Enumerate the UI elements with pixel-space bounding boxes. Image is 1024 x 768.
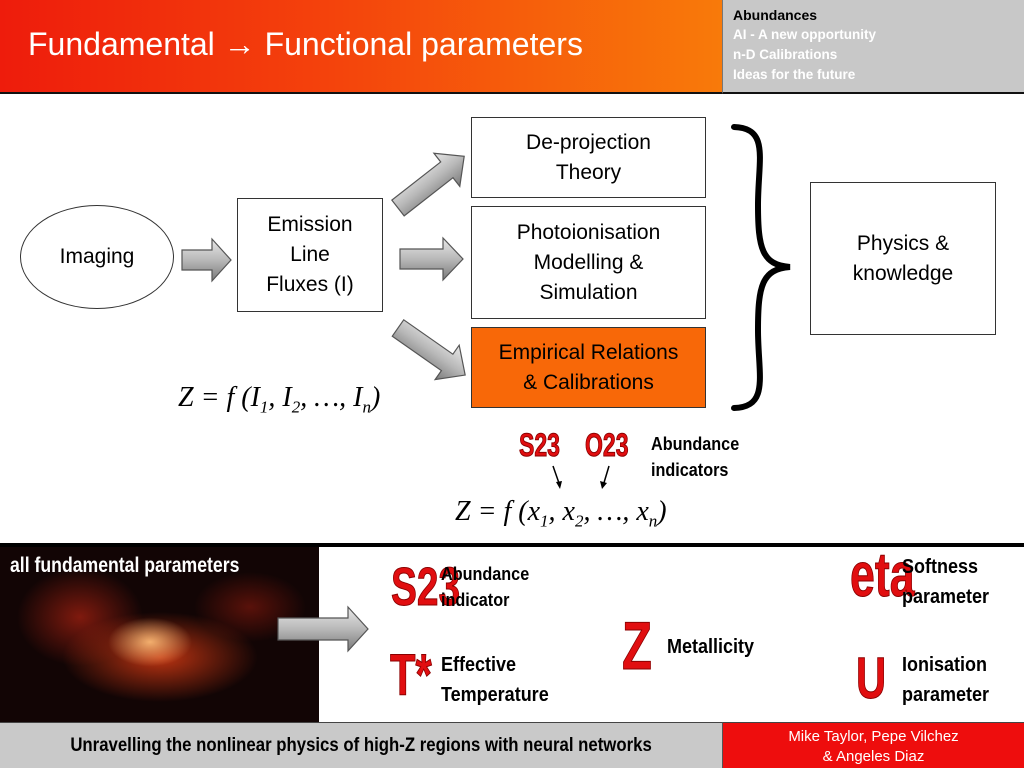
- deprojection-theory-box: De-projection Theory: [471, 117, 706, 198]
- footer-authors: Mike Taylor, Pepe Vilchez & Angeles Diaz: [722, 722, 1024, 768]
- emission-line3: Fluxes (I): [266, 273, 354, 296]
- photoionisation-line1: Photoionisation: [516, 220, 661, 244]
- nebula-caption: all fundamental parameters: [10, 554, 240, 577]
- slide-title: Fundamental → Functional parameters: [28, 26, 583, 62]
- tag-z-param: Z: [622, 608, 653, 684]
- tag-o23-diagram: O23: [585, 427, 629, 464]
- arrow-emission-to-empirical: [391, 318, 466, 381]
- nebula-image: [0, 547, 319, 722]
- deprojection-line1: De-projection: [526, 130, 651, 154]
- physics-line1: Physics &: [856, 231, 950, 255]
- arrow-imaging-to-emission: [181, 237, 232, 283]
- emission-line1: Emission: [267, 213, 353, 236]
- physics-line2: knowledge: [852, 261, 954, 285]
- footer-subtitle-bar: Unravelling the nonlinear physics of hig…: [0, 722, 722, 768]
- formula-indicators: Z = f (x1, x2, …, xn): [455, 496, 667, 531]
- physics-knowledge-box: Physics & knowledge: [810, 182, 996, 335]
- tag-eta-param: eta: [850, 541, 915, 610]
- authors-line2: & Angeles Diaz: [822, 748, 925, 765]
- deprojection-line2: Theory: [555, 160, 622, 184]
- photoionisation-line3: Simulation: [539, 280, 638, 304]
- authors-line1: Mike Taylor, Pepe Vilchez: [788, 728, 959, 745]
- tag-u-param: U: [856, 646, 887, 711]
- section-divider: [0, 543, 1024, 547]
- imaging-node: Imaging: [20, 205, 174, 309]
- eta-param-label: Softness parameter: [902, 556, 990, 608]
- s23-param-label: Abundance indicator: [441, 564, 530, 610]
- tag-tstar-param: T*: [390, 643, 432, 708]
- agenda-item-abundances[interactable]: Abundances: [733, 7, 818, 23]
- agenda-panel: Abundances AI - A new opportunity n-D Ca…: [722, 0, 1024, 94]
- arrow-to-parameters: [277, 605, 369, 653]
- empirical-relations-box: Empirical Relations & Calibrations: [471, 327, 706, 408]
- agenda-item-future[interactable]: Ideas for the future: [733, 67, 856, 82]
- photoionisation-line2: Modelling &: [533, 250, 644, 274]
- arrow-emission-to-photoionisation: [399, 236, 464, 282]
- tstar-param-label: Effective Temperature: [441, 654, 549, 706]
- agenda-item-calibrations[interactable]: n-D Calibrations: [733, 47, 838, 62]
- metallicity-label: Metallicity: [667, 636, 755, 658]
- tag-s23-diagram: S23: [519, 427, 561, 464]
- curly-brace: [731, 124, 791, 411]
- u-param-label: Ionisation parameter: [902, 654, 990, 706]
- arrow-emission-to-deprojection: [391, 152, 465, 217]
- photoionisation-box: Photoionisation Modelling & Simulation: [471, 206, 706, 319]
- abundance-indicators-label: Abundance indicators: [651, 434, 740, 480]
- agenda-item-ai[interactable]: AI - A new opportunity: [733, 27, 876, 42]
- diagram-connectors: [181, 124, 791, 489]
- title-bar: [0, 0, 722, 94]
- imaging-label: Imaging: [59, 245, 135, 268]
- emission-line2: Line: [290, 243, 330, 266]
- emission-line-fluxes-box: Emission Line Fluxes (I): [237, 198, 383, 312]
- empirical-line2: & Calibrations: [523, 370, 654, 394]
- empirical-line1: Empirical Relations: [498, 340, 679, 364]
- footer-subtitle: Unravelling the nonlinear physics of hig…: [70, 734, 652, 756]
- formula-fluxes: Z = f (I1, I2, …, In): [178, 382, 381, 417]
- tag-s23-param: S23: [391, 557, 461, 617]
